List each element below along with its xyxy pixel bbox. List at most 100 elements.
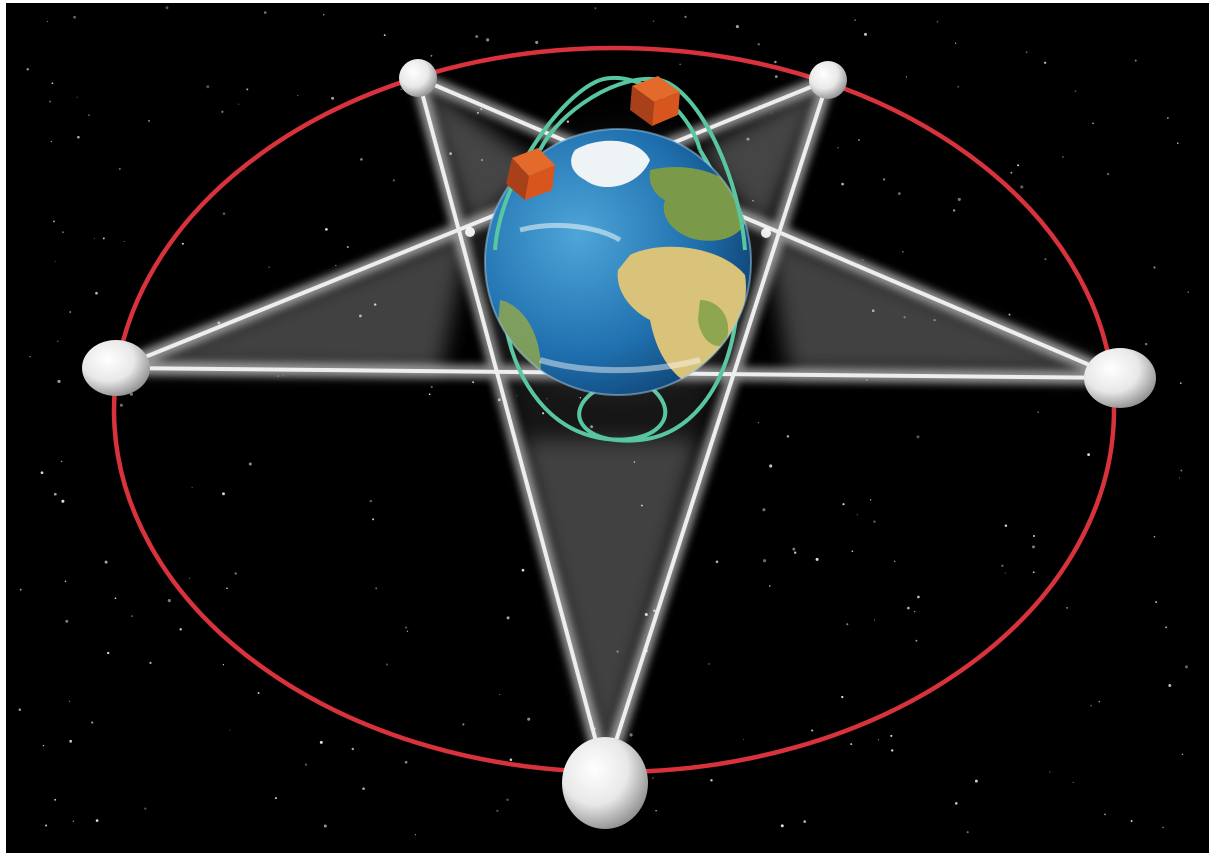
star [331,97,334,100]
star [499,694,500,695]
star [105,561,108,564]
star [77,97,78,98]
star [407,631,408,632]
star [1145,343,1147,345]
star [955,802,958,805]
star [431,386,433,388]
star [811,729,813,731]
star [245,169,246,170]
star [816,558,819,561]
star [1180,382,1182,384]
star [65,620,68,623]
star [1165,626,1167,628]
star [915,640,917,642]
star [496,810,498,812]
star [841,696,843,698]
star [655,810,656,811]
star [870,499,871,500]
star [898,192,901,195]
star [62,231,64,233]
star [73,16,76,19]
star [206,85,209,88]
star [953,209,955,211]
star [1075,90,1077,92]
star [51,141,52,142]
star [1131,820,1133,822]
star [902,251,904,253]
star [384,34,386,36]
star [891,749,893,751]
star [957,86,959,88]
star [917,596,920,599]
sphere-satellite-icon [399,59,437,97]
sphere-satellite-icon [82,340,150,396]
star [94,238,95,239]
star [400,88,402,90]
star [347,246,349,248]
star [115,597,117,599]
star [535,41,538,44]
star [61,461,63,463]
star [61,500,64,503]
star [1005,524,1007,526]
star [594,7,596,9]
star [305,764,307,766]
star [69,311,71,313]
star [794,552,796,554]
star [684,16,686,18]
star [837,147,838,148]
star [95,292,98,295]
star [736,25,739,28]
star [854,19,856,21]
star [1177,142,1178,143]
star [1062,156,1064,158]
star [323,14,324,15]
star [769,464,772,467]
star [510,758,513,761]
star [522,569,525,572]
star [52,82,54,84]
star [763,559,766,562]
star [850,743,852,745]
star [249,462,252,465]
star [182,243,184,245]
star [54,493,57,496]
star [370,500,373,503]
star [124,241,125,242]
star [258,692,260,694]
star [708,663,710,665]
star [1010,172,1012,174]
sphere-satellite-icon [1084,348,1156,408]
star [1009,314,1011,316]
star [758,422,759,423]
star [27,68,29,70]
sphere-satellite-icon [562,737,648,829]
star [221,111,223,113]
star [1005,573,1006,574]
star [1044,258,1046,260]
star [679,64,680,65]
star [906,76,907,77]
star [1092,122,1094,124]
star [472,381,474,383]
star [405,761,408,764]
star [1179,477,1180,478]
star [192,487,193,488]
star [653,21,654,22]
star [890,735,892,737]
star [958,198,961,201]
star [507,616,510,619]
star [372,518,374,520]
star [975,780,978,783]
star [77,136,80,139]
star [47,21,48,22]
star [1090,705,1092,707]
star [937,21,939,23]
star [41,471,44,474]
star [189,578,190,579]
star [324,825,327,828]
star [53,220,55,222]
star [477,112,479,114]
star [1155,601,1157,603]
